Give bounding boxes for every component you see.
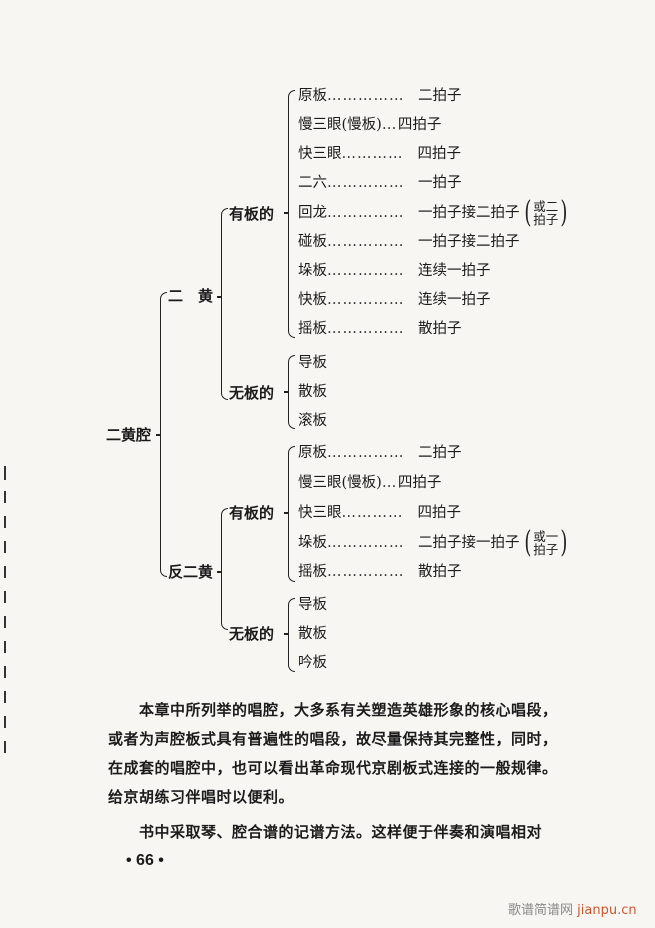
root-brace-notch: [156, 434, 161, 436]
group-label-wuban-1: 无板的: [229, 384, 275, 402]
body-line: 书中采取琴、腔合谱的记谱方法。这样便于伴奏和演唱相对: [108, 823, 543, 841]
watermark-latin: jianpu.cn: [577, 903, 637, 918]
group-brace-notch: [284, 633, 289, 635]
alternate-note: (或二拍子): [523, 195, 568, 230]
group-label-youban-2: 有板的: [229, 504, 275, 522]
group-brace-wuban-1: [288, 355, 295, 429]
list-item: 摇板……………散拍子: [298, 564, 462, 580]
alternate-note: (或一拍子): [523, 525, 568, 560]
page-number: • 66 •: [126, 852, 164, 869]
branch-brace-erhuang: [221, 208, 228, 400]
branch-brace-notch: [217, 571, 222, 573]
group-brace-youban-1: [288, 90, 295, 338]
list-item: 快板……………连续一拍子: [298, 292, 491, 308]
list-item: 碰板……………一拍子接二拍子: [298, 234, 520, 250]
list-item: 散板: [298, 384, 327, 400]
list-item: 吟板: [298, 655, 327, 671]
body-line: 本章中所列举的唱腔，大多系有关塑造英雄形象的核心唱段，: [108, 701, 558, 719]
list-item: 导板: [298, 597, 327, 613]
body-line: 在成套的唱腔中，也可以看出革命现代京剧板式连接的一般规律。: [108, 759, 558, 777]
body-line: 或者为声腔板式具有普遍性的唱段，故尽量保持其完整性，同时，: [108, 730, 558, 748]
branch-brace-notch: [217, 296, 222, 298]
list-item: 回龙……………一拍子接二拍子 (或二拍子): [298, 198, 570, 228]
body-line: 给京胡练习伴唱时以便利。: [108, 788, 295, 806]
watermark-cn: 歌谱简谱网: [508, 903, 574, 918]
group-brace-wuban-2: [288, 598, 295, 672]
branch-label-erhuang: 二 黄: [168, 287, 214, 305]
body-paragraph: 本章中所列举的唱腔，大多系有关塑造英雄形象的核心唱段， 或者为声腔板式具有普遍性…: [108, 696, 613, 847]
group-brace-notch: [284, 212, 289, 214]
list-item: 原板……………二拍子: [298, 88, 462, 104]
list-item: 快三眼…………四拍子: [298, 505, 461, 521]
list-item: 散板: [298, 626, 327, 642]
list-item: 原板……………二拍子: [298, 445, 462, 461]
list-item: 摇板……………散拍子: [298, 321, 462, 337]
branch-brace-fanerhuang: [221, 508, 228, 630]
group-label-wuban-2: 无板的: [229, 625, 275, 643]
list-item: 快三眼…………四拍子: [298, 146, 461, 162]
watermark: 歌谱简谱网 jianpu.cn: [508, 899, 637, 918]
group-brace-notch: [284, 512, 289, 514]
group-brace-youban-2: [288, 446, 295, 582]
root-label: 二黄腔: [106, 426, 152, 444]
group-brace-notch: [284, 391, 289, 393]
list-item: 垛板……………连续一拍子: [298, 263, 491, 279]
group-label-youban-1: 有板的: [229, 205, 275, 223]
list-item: 二六……………一拍子: [298, 175, 462, 191]
list-item: 慢三眼(慢板)…四拍子: [298, 475, 442, 491]
list-item: 垛板……………二拍子接一拍子 (或一拍子): [298, 528, 570, 558]
list-item: 导板: [298, 355, 327, 371]
list-item: 慢三眼(慢板)…四拍子: [298, 117, 442, 133]
branch-label-fanerhuang: 反二黄: [168, 563, 214, 581]
root-brace: [160, 292, 167, 577]
list-item: 滚板: [298, 413, 327, 429]
